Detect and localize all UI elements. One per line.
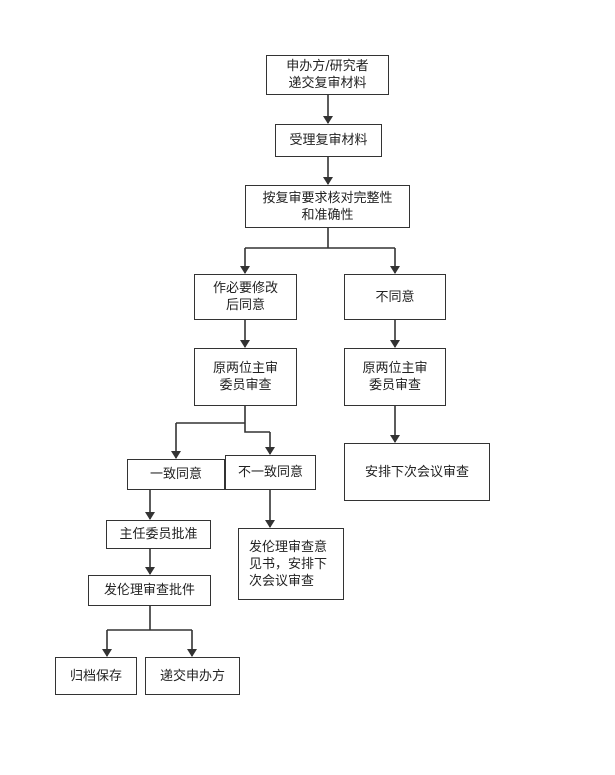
node-chair-approval: 主任委员批准 xyxy=(106,520,211,549)
node-original-reviewers-left: 原两位主审 委员审查 xyxy=(194,348,297,406)
line-check-split xyxy=(245,228,395,249)
node-no-consensus: 不一致同意 xyxy=(225,455,316,490)
line-issue-split xyxy=(107,606,192,631)
node-submit-materials: 申办方/研究者 递交复审材料 xyxy=(266,55,389,95)
node-ethics-opinion-letter: 发伦理审查意 见书，安排下 次会议审查 xyxy=(238,528,344,600)
node-check-completeness: 按复审要求核对完整性 和准确性 xyxy=(245,185,410,228)
node-agree-after-modification: 作必要修改 后同意 xyxy=(194,274,297,320)
node-deliver-to-sponsor: 递交申办方 xyxy=(145,657,240,695)
node-accept-materials: 受理复审材料 xyxy=(275,124,382,157)
node-original-reviewers-right: 原两位主审 委员审查 xyxy=(344,348,446,406)
node-archive: 归档保存 xyxy=(55,657,137,695)
node-issue-ethics-approval: 发伦理审查批件 xyxy=(88,575,211,606)
node-schedule-next-meeting: 安排下次会议审查 xyxy=(344,443,490,501)
node-disagree: 不同意 xyxy=(344,274,446,320)
line-review-split xyxy=(176,406,270,433)
node-consensus: 一致同意 xyxy=(127,459,225,490)
